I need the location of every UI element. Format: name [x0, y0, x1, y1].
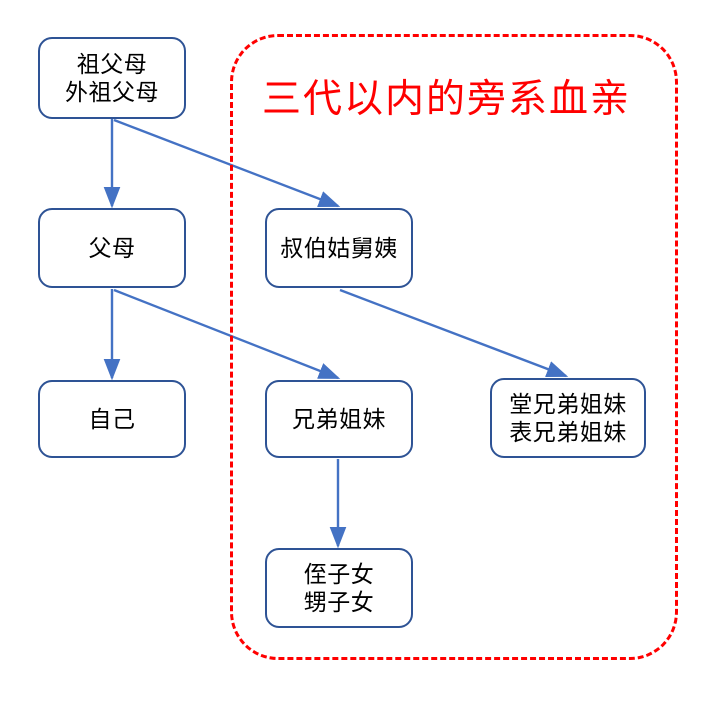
- edge-grandparents-to-uncles: [113, 118, 341, 208]
- edge-uncles-to-cousins: [339, 288, 569, 378]
- node-uncles-aunts-line1: 叔伯姑舅姨: [280, 234, 398, 261]
- node-cousins-line1: 堂兄弟姐妹: [509, 390, 627, 417]
- node-parents[interactable]: 父母: [38, 208, 186, 288]
- node-cousins-line2: 表兄弟姐妹: [509, 419, 627, 445]
- node-grandparents-line2: 外祖父母: [65, 79, 159, 105]
- node-siblings-line1: 兄弟姐妹: [292, 405, 386, 432]
- node-parents-line1: 父母: [88, 234, 136, 261]
- node-nephews-nieces[interactable]: 侄子女 甥子女: [265, 548, 413, 628]
- node-grandparents-line1: 祖父母: [76, 50, 148, 77]
- node-self-line1: 自己: [88, 405, 136, 432]
- node-grandparents[interactable]: 祖父母 外祖父母: [38, 37, 186, 119]
- node-cousins[interactable]: 堂兄弟姐妹 表兄弟姐妹: [490, 378, 646, 458]
- edge-parents-to-siblings: [113, 288, 341, 380]
- node-siblings[interactable]: 兄弟姐妹: [265, 380, 413, 458]
- node-nephews-nieces-line2: 甥子女: [303, 589, 375, 615]
- group-title: 三代以内的旁系血亲: [262, 78, 632, 121]
- node-nephews-nieces-line1: 侄子女: [303, 560, 375, 587]
- node-self[interactable]: 自己: [38, 380, 186, 458]
- node-uncles-aunts[interactable]: 叔伯姑舅姨: [265, 208, 413, 288]
